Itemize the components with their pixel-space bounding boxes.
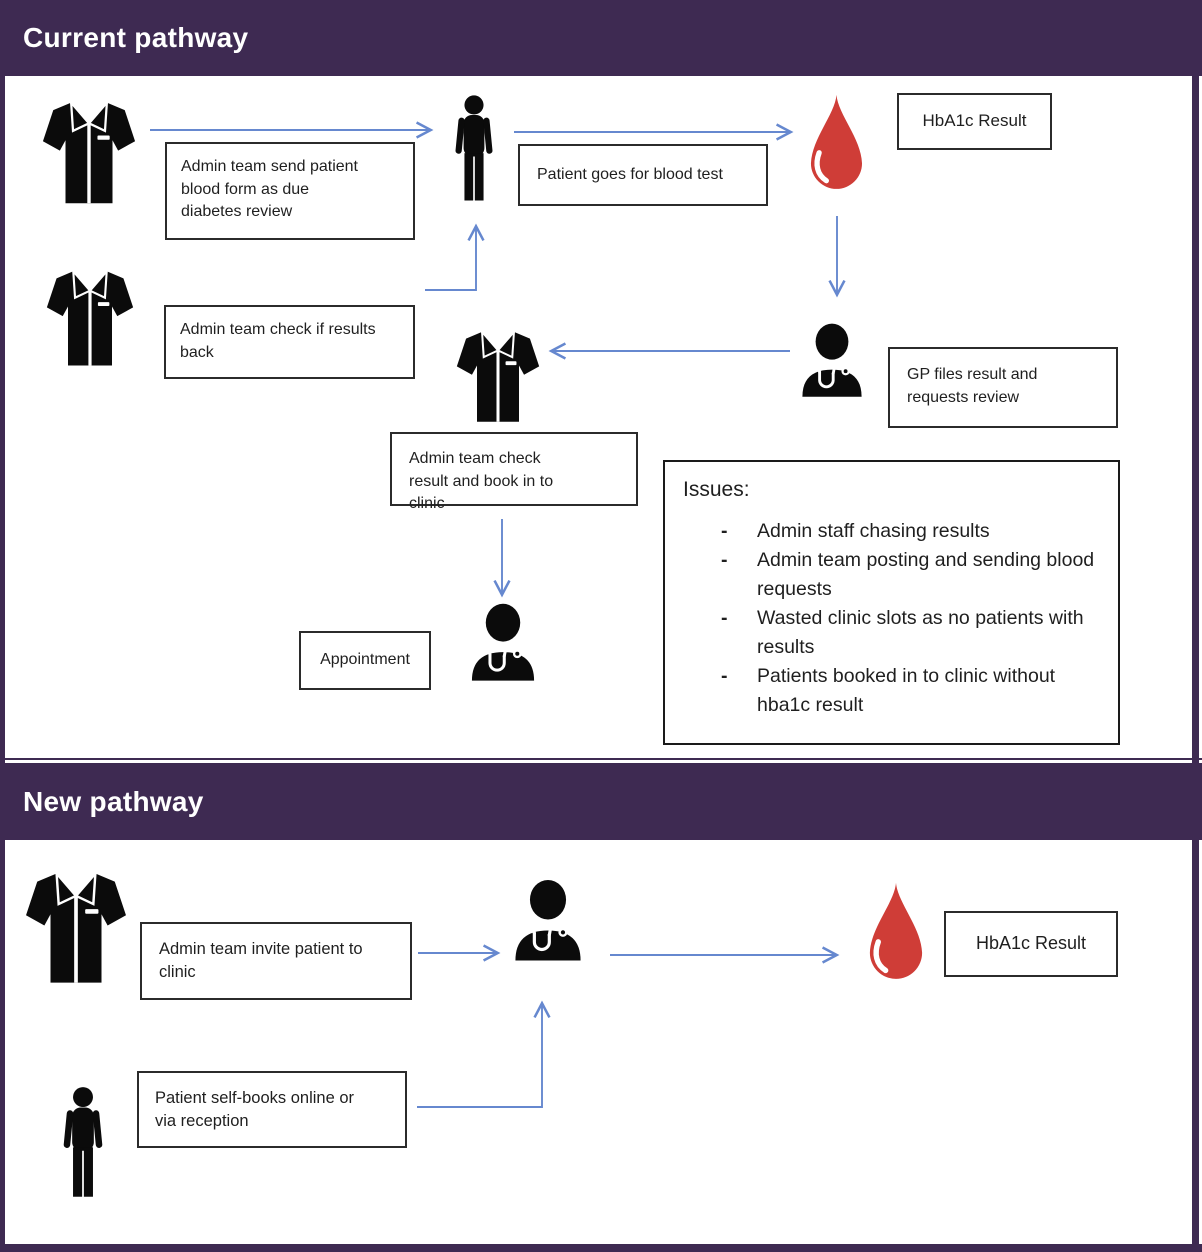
hba1c-result-label-new: HbA1c Result — [975, 933, 1087, 954]
admin-check-back-label: Admin team check if results back — [180, 321, 376, 361]
gp-files-box: GP files result and requests review — [888, 347, 1118, 428]
issue-item: - Admin staff chasing results — [683, 517, 1098, 546]
clinic-doctor-icon — [504, 873, 592, 967]
admin-send-box: Admin team send patient blood form as du… — [165, 142, 415, 240]
issue-text: Admin team posting and sending blood req… — [757, 549, 1095, 600]
bullet-dash: - — [721, 607, 728, 629]
appointment-label: Appointment — [320, 651, 410, 669]
issues-box: Issues: - Admin staff chasing results - … — [663, 460, 1120, 745]
admin-check-book-box: Admin team check result and book in to c… — [390, 432, 638, 512]
blood-drop-icon — [802, 93, 870, 199]
admin-shirt-icon-2 — [46, 265, 134, 370]
gp-doctor-icon — [792, 316, 872, 404]
admin-check-book-label: Admin team check result and book in to c… — [409, 450, 554, 513]
section-divider — [0, 758, 1202, 760]
gp-files-label: GP files result and requests review — [907, 366, 1038, 406]
hba1c-result-box-current: HbA1c Result — [897, 93, 1052, 150]
hba1c-result-box-new: HbA1c Result — [944, 911, 1118, 977]
blood-drop-icon-2 — [862, 876, 929, 994]
frame-bottom — [0, 1244, 1202, 1252]
issue-item: - Patients booked in to clinic without h… — [683, 662, 1098, 720]
new-pathway-title: New pathway — [23, 785, 204, 817]
patient-icon — [449, 95, 499, 203]
admin-send-label: Admin team send patient blood form as du… — [181, 158, 358, 221]
patient-blood-test-label: Patient goes for blood test — [537, 165, 723, 183]
appointment-doctor-icon — [461, 599, 545, 685]
issue-item: - Wasted clinic slots as no patients wit… — [683, 604, 1098, 662]
admin-invite-box: Admin team invite patient to clinic — [140, 922, 412, 1000]
admin-shirt-icon — [42, 96, 136, 208]
appointment-box: Appointment — [299, 631, 431, 690]
current-pathway-header: Current pathway — [0, 0, 1202, 76]
issue-item: - Admin team posting and sending blood r… — [683, 546, 1098, 604]
current-pathway-title: Current pathway — [23, 22, 249, 53]
self-books-box: Patient self-books online or via recepti… — [137, 1071, 407, 1148]
hba1c-result-label-current: HbA1c Result — [922, 111, 1027, 131]
issue-text: Wasted clinic slots as no patients with … — [757, 607, 1084, 658]
frame-right — [1192, 75, 1199, 1252]
self-books-label: Patient self-books online or via recepti… — [155, 1089, 355, 1131]
arrow-check-to-patient — [425, 223, 485, 291]
bullet-dash: - — [721, 665, 728, 687]
frame-left — [0, 75, 5, 1252]
admin-shirt-icon-3 — [456, 326, 540, 426]
patient-icon-2 — [57, 1086, 109, 1200]
new-pathway-header: New pathway — [0, 763, 1202, 840]
admin-invite-label: Admin team invite patient to clinic — [159, 940, 363, 982]
patient-blood-test-box: Patient goes for blood test — [518, 144, 768, 206]
bullet-dash: - — [721, 549, 728, 571]
admin-check-back-box: Admin team check if results back — [164, 305, 415, 379]
issues-title: Issues: — [683, 478, 750, 501]
issue-text: Patients booked in to clinic without hba… — [757, 665, 1056, 716]
admin-shirt-icon-4 — [25, 866, 127, 988]
issue-text: Admin staff chasing results — [757, 520, 990, 542]
bullet-dash: - — [721, 520, 728, 542]
arrow-selfbook-to-clinic — [417, 1000, 551, 1108]
